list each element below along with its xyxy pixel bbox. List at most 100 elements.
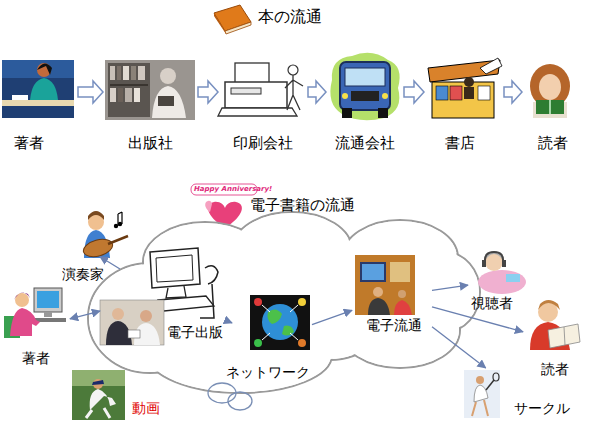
printer-picture [231,88,261,94]
publisher-picture [134,88,140,102]
bookstore-picture [436,86,448,100]
node-label: ネットワーク [226,363,310,381]
musician-picture [114,224,118,228]
e-distribution-picture [398,290,406,298]
printer-picture [235,63,269,83]
musician-picture [81,236,114,259]
book-icon [214,13,226,34]
viewer-picture [478,251,526,294]
network-picture [262,304,298,340]
block-arrow [404,81,424,103]
video-picture [92,380,104,385]
node-label: 電子出版 [162,323,228,341]
publisher-picture [117,66,121,80]
circle-tennis-picture [464,370,500,418]
author-at-computer-picture [37,291,59,308]
bookstore-picture [464,87,474,99]
truck-picture [382,93,388,99]
publisher-picture [110,66,115,80]
node-label: 著者 [0,134,58,152]
publisher-picture [110,84,148,86]
video-picture [72,370,125,420]
network-picture [254,339,262,347]
connector-arrow [70,311,100,319]
bookstore-picture [432,82,494,118]
publisher-picture [152,86,186,118]
publisher-picture [118,88,123,102]
connector-arrow [432,327,486,368]
e-distribution-picture [355,255,415,315]
e-publishing-picture [100,300,164,345]
e-distribution-picture [362,264,384,280]
network-picture [254,298,262,306]
figure-node: 読者 [522,62,580,152]
figure-node: 動画 [72,368,164,420]
truck-picture [342,108,352,118]
printer-picture [218,63,303,116]
e-publishing-picture [158,296,214,311]
author-picture [37,63,52,75]
node-label: 演奏家 [58,265,108,283]
network-picture [250,295,310,350]
figure-node: ネットワーク [232,293,312,385]
publisher-picture [123,66,129,80]
circle-tennis-picture [464,370,500,418]
figure-node: 著者 [2,285,70,370]
musician-picture [88,211,104,220]
network-picture [262,305,298,340]
author-at-computer-picture [15,293,29,307]
clipart-text: Happy Anniversary! [194,185,272,193]
section-heading: 電子書籍の流通 [250,196,355,214]
viewer-picture [485,252,503,262]
author-at-computer-picture [14,292,30,300]
node-label: サークル [506,399,578,417]
bookstore-picture [450,86,462,100]
truck-picture [330,53,399,120]
child-reader-picture [564,327,565,345]
bookstore-picture [464,77,474,87]
bookstore-picture [480,58,502,74]
circle-tennis-picture [486,380,494,390]
node-label: 電子流通 [356,316,432,334]
e-distribution-picture [390,262,410,282]
figure-node: 出版社 [103,58,198,152]
heart-clipart [205,201,212,212]
book-icon [225,22,251,34]
cloud-shape [228,392,252,410]
author-at-computer-picture [4,288,66,338]
block-arrow [198,81,218,103]
truck-picture [340,62,390,110]
musician-picture [81,211,128,260]
e-distribution-picture [360,262,386,282]
reader-picture [549,100,551,114]
e-publishing-picture [156,255,193,282]
child-reader-picture [538,300,560,310]
printer-picture [225,82,287,108]
figure-node: 流通会社 [326,52,404,152]
node-label: 読者 [522,134,584,152]
node-label: 動画 [128,399,164,417]
publisher-picture [160,68,176,84]
author-picture [30,78,58,100]
figure-node: 電子出版 [100,245,225,345]
node-label: 著者 [12,349,60,367]
truck-picture [345,68,385,86]
e-publishing-picture [128,330,140,338]
musician-picture [108,236,128,244]
publisher-picture [108,63,150,117]
printer-picture [288,65,298,75]
connector-arrow [432,285,468,290]
child-reader-picture [530,300,580,350]
e-distribution-picture [355,255,415,315]
reader-picture [536,100,564,114]
connector-arrow [312,310,352,324]
author-picture [2,60,74,118]
network-picture [282,326,294,336]
figure-node: 読者 [523,298,583,382]
musician-picture [118,212,122,226]
author-at-computer-picture [34,288,62,312]
publisher-picture [131,66,136,80]
e-distribution-picture [394,300,412,315]
e-publishing-picture [200,266,218,318]
